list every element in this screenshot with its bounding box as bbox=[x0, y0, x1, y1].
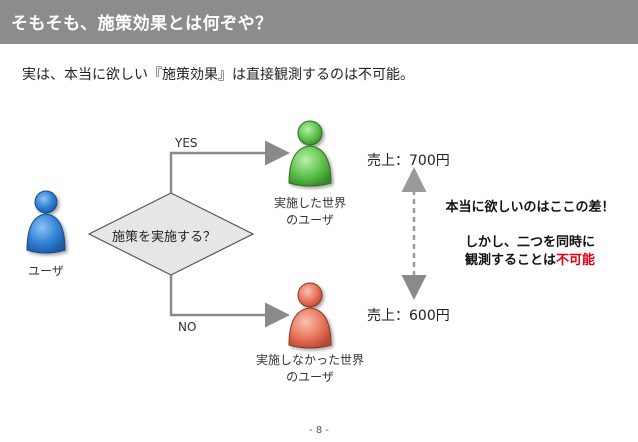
decision-label: 施策を実施する？ bbox=[112, 230, 217, 245]
yes-label: YES bbox=[175, 136, 198, 150]
treated-world-line2: のユーザ bbox=[286, 213, 334, 227]
sales-untreated: 売上：600円 bbox=[367, 308, 450, 324]
yes-branch-arrow bbox=[169, 140, 290, 193]
message-detail: しかし、二つを同時に 観測することは不可能 bbox=[440, 234, 620, 270]
treated-user-icon bbox=[288, 120, 332, 187]
treated-world-label: 実施した世界 のユーザ bbox=[258, 194, 362, 228]
message-line3-prefix: 観測することは bbox=[464, 253, 556, 268]
no-branch-arrow bbox=[169, 275, 290, 328]
page-number: - 8 - bbox=[309, 425, 329, 436]
sales-treated: 売上：700円 bbox=[367, 153, 450, 169]
untreated-user-icon bbox=[288, 282, 332, 349]
message-line3: 観測することは不可能 bbox=[440, 252, 620, 270]
untreated-world-line2: のユーザ bbox=[286, 370, 334, 384]
impossible-highlight: 不可能 bbox=[556, 253, 596, 268]
untreated-world-line1: 実施しなかった世界 bbox=[255, 353, 364, 367]
user-label: ユーザ bbox=[28, 264, 64, 278]
message-main: 本当に欲しいのはここの差！ bbox=[445, 200, 615, 215]
slide-subtitle: 実は、本当に欲しい『施策効果』は直接観測するのは不可能。 bbox=[22, 67, 414, 83]
no-label: NO bbox=[178, 320, 197, 334]
untreated-world-label: 実施しなかった世界 のユーザ bbox=[250, 351, 370, 385]
title-bar bbox=[0, 0, 638, 44]
slide-title: そもそも、施策効果とは何ぞや？ bbox=[11, 14, 273, 34]
treated-world-line1: 実施した世界 bbox=[273, 196, 346, 210]
user-person-icon bbox=[26, 190, 66, 254]
message-line2: しかし、二つを同時に bbox=[464, 235, 595, 250]
